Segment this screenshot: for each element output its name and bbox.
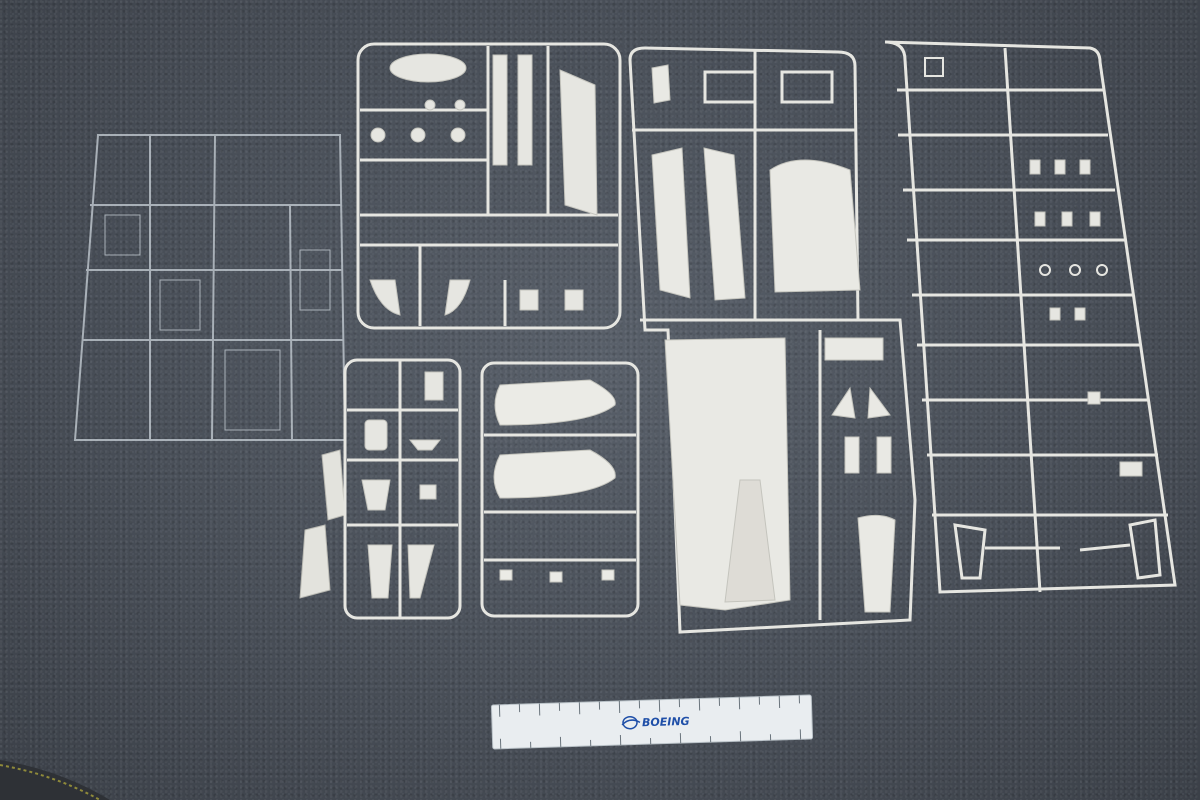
- sprue-c-parts: [493, 379, 616, 583]
- sprue-frame-b: [343, 358, 462, 620]
- sprue-frame-e: [884, 40, 1177, 594]
- sprue-e-parts: [924, 57, 1162, 580]
- ruler-brand-text: BOEING: [642, 715, 690, 729]
- clear-sprue-frame: [73, 134, 347, 441]
- boeing-logo-icon: [621, 715, 641, 730]
- corner-object: [0, 760, 110, 800]
- sprue-frame-a: [356, 42, 622, 330]
- sprue-frame-c: [480, 361, 640, 618]
- sprue-b-parts: [361, 371, 444, 599]
- ruler-ticks: [498, 695, 802, 749]
- ruler: BOEING: [490, 694, 814, 750]
- sprue-a-parts: [369, 53, 598, 316]
- sprue-d-parts: [651, 64, 896, 613]
- sprue-frame-d: [628, 46, 917, 634]
